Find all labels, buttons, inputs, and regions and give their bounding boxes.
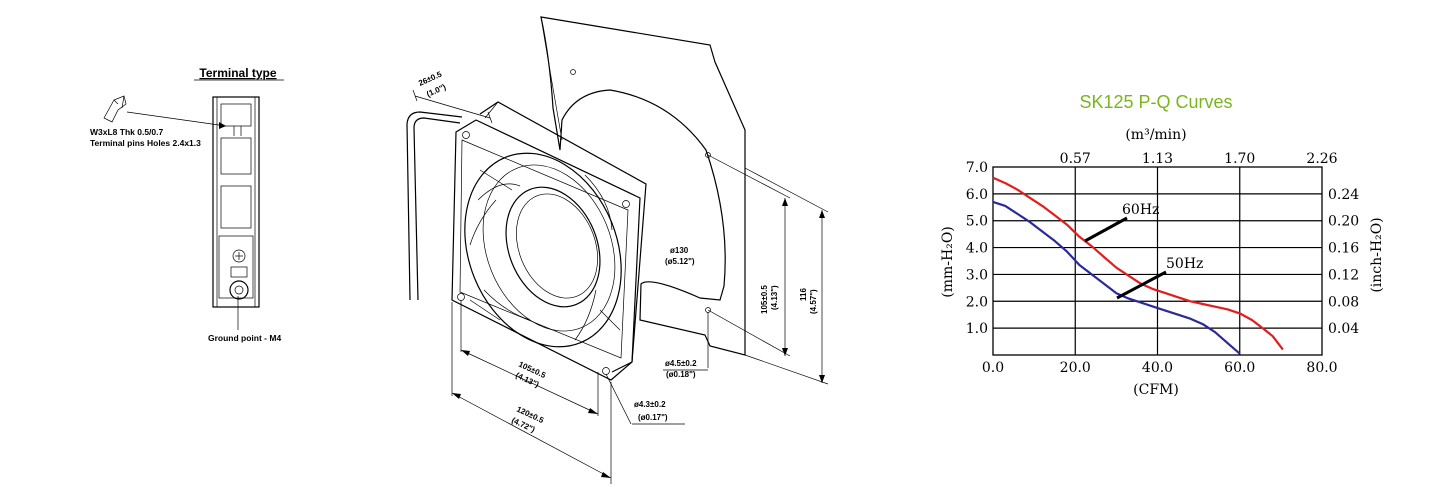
- fan-venturi: [464, 152, 622, 348]
- fan-frame-back: [479, 101, 647, 373]
- pin-spec-line1: W3xL8 Thk 0.5/0.7: [90, 127, 163, 137]
- ground-point-icon: [229, 280, 249, 300]
- x-top-axis-label: (m³/min): [1125, 127, 1186, 143]
- dim-circle-dia: ø130: [670, 246, 689, 255]
- y-right-tick-label: 0.08: [1328, 294, 1359, 310]
- annotation-60hz: 60Hz: [1122, 202, 1159, 218]
- x-axis-label: (CFM): [1133, 382, 1179, 398]
- y-tick-label: 2.0: [966, 294, 988, 310]
- x-top-tick-label: 1.70: [1224, 151, 1255, 167]
- dim-hole-spacing-v: 105±0.5: [760, 285, 769, 314]
- pin-spec-line2: Terminal pins Holes 2.4x1.3: [90, 138, 201, 148]
- fan-isometric-drawing: [406, 16, 746, 381]
- pin-leader-line: [126, 111, 227, 127]
- dim-depth-in: (1.0"): [425, 82, 447, 99]
- y-right-tick-label: 0.24: [1328, 187, 1359, 203]
- pin-leader-arrow: [219, 122, 226, 129]
- chart-title: SK125 P-Q Curves: [1079, 92, 1232, 112]
- dim-mount-hole: ø4.3±0.2: [634, 400, 666, 409]
- dimension-lines: 26±0.5 (1.0") 105±0.5 (4.13") 116 (4.57"…: [412, 69, 829, 484]
- x-top-tick-label: 0.57: [1060, 151, 1091, 167]
- dim-circle-dia-in: (ø5.12"): [665, 257, 695, 266]
- annotation-50hz: 50Hz: [1166, 256, 1203, 272]
- y-axis-label: (mm-H₂O): [940, 226, 956, 298]
- panel-hole-icon: [570, 69, 576, 75]
- chart-ticks: 7.0 6.0 5.0 4.0 3.0 2.0 1.0 0.0 20.0 40.0 60.0 80.0…: [966, 151, 1360, 376]
- x-tick-label: 80.0: [1306, 360, 1337, 376]
- terminal-type-drawing: Terminal type W3xL8 Thk 0.5/0.7 Terminal…: [90, 66, 284, 343]
- y-tick-label: 3.0: [966, 267, 988, 283]
- fan-blades: [469, 174, 613, 341]
- y-tick-label: 1.0: [966, 321, 988, 337]
- y-tick-label: 6.0: [966, 187, 988, 203]
- x-tick-label: 40.0: [1142, 360, 1173, 376]
- x-tick-label: 0.0: [982, 360, 1004, 376]
- chart-grid: [992, 166, 1323, 356]
- y-tick-label: 5.0: [966, 214, 988, 230]
- dim-mount-hole-in: (ø0.17"): [638, 413, 668, 422]
- y-right-tick-label: 0.12: [1328, 267, 1359, 283]
- y-tick-label: 4.0: [966, 241, 988, 257]
- terminal-side-view: [212, 96, 260, 308]
- fan-frame-front: [451, 119, 641, 381]
- ground-screw-icon: [232, 249, 246, 263]
- mounting-panel: [540, 16, 746, 356]
- x-tick-label: 60.0: [1224, 360, 1255, 376]
- series-line-50hz: [992, 200, 1241, 355]
- x-top-tick-label: 1.13: [1142, 151, 1173, 167]
- fan-hub: [505, 186, 601, 308]
- dim-panel-hole: ø4.5±0.2: [665, 359, 697, 368]
- annotation-60hz-leader: [1084, 216, 1128, 243]
- lead-wire: [413, 117, 461, 301]
- y-right-tick-label: 0.20: [1328, 214, 1359, 230]
- x-top-tick-label: 2.26: [1306, 151, 1337, 167]
- dim-height: 116: [799, 288, 808, 301]
- x-tick-label: 20.0: [1060, 360, 1091, 376]
- ground-point-label: Ground point - M4: [208, 333, 281, 343]
- mount-hole-icon: [462, 131, 470, 139]
- dim-hole-spacing-v-in: (4.13"): [770, 285, 779, 310]
- y-right-axis-label: (inch-H₂O): [1369, 217, 1385, 292]
- dim-height-in: (4.57"): [809, 289, 818, 314]
- pq-curve-chart: SK125 P-Q Curves (m³/min) (CFM) (mm-H₂O)…: [940, 92, 1385, 398]
- terminal-pin-icon: [103, 95, 127, 123]
- y-right-tick-label: 0.04: [1328, 321, 1359, 337]
- annotation-50hz-leader: [1116, 270, 1167, 300]
- terminal-type-title: Terminal type: [199, 66, 276, 80]
- dim-panel-hole-in: (ø0.18"): [666, 370, 696, 379]
- y-tick-label: 7.0: [966, 160, 988, 176]
- y-right-tick-label: 0.16: [1328, 241, 1359, 257]
